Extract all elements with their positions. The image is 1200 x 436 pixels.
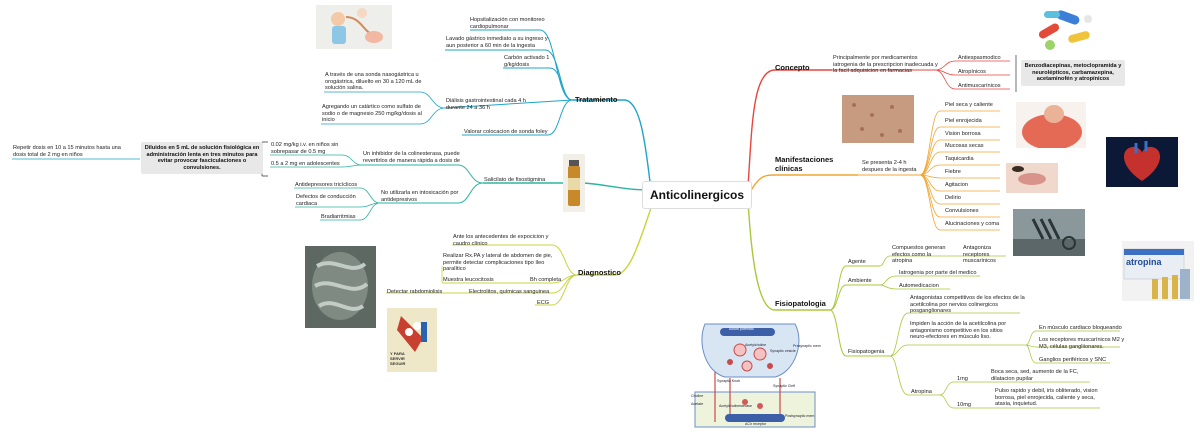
synapse-label: Synaptic Cleft	[773, 384, 796, 388]
node-atropinicos[interactable]: Atropínicos	[958, 69, 986, 75]
node-bradiarritmias[interactable]: Bradiarritmias	[321, 214, 356, 220]
poster-illustration: Y PARA SERVIR SEGUIR	[387, 308, 437, 372]
topic-tratamiento[interactable]: Tratamiento	[575, 95, 618, 104]
manifestacion-item[interactable]: Convulsiones	[945, 208, 979, 214]
manifestacion-item[interactable]: Agitacion	[945, 182, 969, 188]
node-rabdomiolisis[interactable]: Detectar rabdomiolisis	[387, 289, 443, 295]
node-impiden[interactable]: Impiden la acción de la acetilcolina por…	[910, 321, 1007, 341]
central-topic[interactable]: Anticolinergicos	[642, 181, 752, 209]
node-antimuscarinicos[interactable]: Antimuscarínicos	[958, 83, 1001, 89]
node-defectos[interactable]: Defectos de conducción cardiaca	[296, 194, 356, 207]
abdominal-xray-image	[305, 246, 376, 328]
synapse-label: Choline	[691, 394, 704, 398]
manifestacion-item[interactable]: Vision borrosa	[945, 131, 981, 137]
synapse-label: ACh receptor	[745, 422, 767, 426]
node-fisiopatogenia[interactable]: Fisiopatogenia	[848, 349, 885, 355]
dry-lips-photo	[1006, 163, 1058, 193]
node-electrolitos[interactable]: Electrolitos, químicas sanguinea	[469, 289, 550, 295]
node-inhibidor[interactable]: Un inhibidor de la colinesterasa, puede …	[363, 151, 461, 164]
node-carbon[interactable]: Carbón activado 1 g/kg/dosis	[504, 55, 550, 68]
node-ganglios[interactable]: Ganglios periféricos y SNC	[1039, 357, 1107, 363]
physostigmine-vial-photo	[563, 154, 585, 212]
node-dosis2[interactable]: 0.5 a 2 mg en adolescentes	[271, 161, 340, 167]
manifestacion-branch	[919, 139, 1000, 176]
node-musculo[interactable]: En músculo cardiaco bloqueando	[1039, 325, 1122, 331]
node-bh[interactable]: Bh completa	[530, 277, 562, 283]
node-dose-1mg[interactable]: 1mg	[957, 376, 968, 382]
synapse-label: Presynaptic mem	[793, 344, 821, 348]
synapse-label: Acetate	[691, 402, 704, 406]
atropina-box-photo: atropina	[1122, 241, 1194, 301]
synapse-label: Acetylcholinesterase	[719, 404, 752, 408]
topic-fisiopatologia[interactable]: Fisiopatologia	[775, 299, 826, 308]
manifestacion-item[interactable]: Piel seca y caliente	[945, 102, 993, 108]
manifestacion-item[interactable]: Delirio	[945, 195, 961, 201]
node-presenta[interactable]: Se presenta 2-4 h despues de la ingesta	[862, 160, 917, 173]
pills-photo	[1032, 7, 1102, 55]
node-compuestos[interactable]: Compuestos generan efectos como la atrop…	[892, 245, 946, 265]
manifestacion-branch	[919, 151, 1000, 176]
node-leucocitosis[interactable]: Muestra leucocitosis	[443, 277, 494, 283]
node-agente[interactable]: Agente	[848, 259, 866, 265]
topic-manifestaciones[interactable]: Manifestaciones clínicas	[775, 155, 834, 173]
heart-illustration	[1106, 137, 1178, 187]
node-dose-1mg-effect[interactable]: Boca seca, sed, aumento de la FC, dilata…	[991, 369, 1079, 382]
node-ecg[interactable]: ECG	[537, 300, 550, 306]
skin-rash-photo	[842, 95, 914, 143]
manifestacion-item[interactable]: Mucosas secas	[945, 143, 984, 149]
node-ejemplos[interactable]: Benzodiacepinas, metoclopramida y neurol…	[1021, 60, 1125, 86]
node-sonda[interactable]: A través de una sonda nasogástrica u oro…	[325, 72, 422, 92]
gastric-lavage-illustration	[316, 5, 392, 49]
node-diluidos[interactable]: Diluidos en 5 mL de solución fisiológica…	[141, 142, 263, 175]
synapse-label: Acetylcholine	[745, 343, 767, 347]
node-repetir[interactable]: Repetir dosis en 10 a 15 minutos hasta u…	[13, 145, 121, 158]
poster-caption: Y PARA SERVIR SEGUIR	[390, 351, 406, 366]
manifestacion-branch	[919, 174, 1000, 231]
node-no-utilizarla[interactable]: No utilizarla en intoxicación por antide…	[381, 190, 459, 203]
node-atropina[interactable]: Atropina	[911, 389, 932, 395]
node-antecedentes[interactable]: Ante los antecedentes de expocicion y ca…	[453, 234, 549, 247]
hallucination-photo	[1013, 209, 1085, 256]
manifestacion-item[interactable]: Taquicardia	[945, 156, 974, 162]
node-principalmente[interactable]: Principalmente por medicamentos iatrogen…	[833, 55, 938, 75]
manifestacion-item[interactable]: Fiebre	[945, 169, 961, 175]
manifestacion-item[interactable]: Piel enrojecida	[945, 118, 982, 124]
manifestacion-item[interactable]: Alucinaciones y coma	[945, 221, 1000, 227]
synapse-label: Postsynaptic mem	[785, 414, 815, 418]
node-salicilato[interactable]: Salicilato de fisostigmina	[484, 177, 546, 183]
node-lavado[interactable]: Lavado gástrico inmediato a su ingreso y…	[446, 36, 548, 49]
synapse-label: Synaptic vesicle	[770, 349, 796, 353]
manifestacion-branch	[919, 110, 1000, 176]
node-valorar[interactable]: Valorar colocacion de sonda foley	[464, 129, 548, 135]
node-antidepresores[interactable]: Antidepresores tricíclicos	[295, 182, 358, 188]
topic-diagnostico[interactable]: Diagnostico	[578, 268, 621, 277]
synapse-label: Action potential	[729, 327, 754, 331]
topic-concepto[interactable]: Concepto	[775, 63, 810, 72]
manifestacion-branch	[919, 164, 1000, 176]
node-cataratico[interactable]: Agregando un catártico como sulfato de s…	[322, 104, 422, 124]
node-antagonistas[interactable]: Antagonistas competitivos de los efectos…	[910, 295, 1025, 315]
node-hospitalizacion[interactable]: Hopsitalización con monitoreo cardiopulm…	[470, 17, 545, 30]
red-skin-photo	[1016, 102, 1086, 148]
node-dialisis[interactable]: Diálisis gastrointestinal cada 4 h duran…	[446, 98, 526, 111]
synapse-label: Synaptic Knob	[717, 379, 741, 383]
node-dose-10mg-effect[interactable]: Pulso rapido y debil, iris obliterado, v…	[995, 388, 1098, 408]
node-antagoniza[interactable]: Antagoniza receptores muscarínicos	[963, 245, 996, 265]
node-rx[interactable]: Realizar Rx.PA y lateral de abdomen de p…	[443, 253, 553, 273]
node-antiespasmodico[interactable]: Antiespasmodico	[958, 55, 1001, 61]
vial-label: atropina	[1126, 257, 1162, 267]
node-iatrogenia[interactable]: Iatrogenia por parte del medico	[899, 270, 977, 276]
node-dose-10mg[interactable]: 10mg	[957, 402, 971, 408]
node-dosis1[interactable]: 0.02 mg/kg i.v. en niños sin sobrepasar …	[271, 142, 339, 155]
node-receptores[interactable]: Los receptores muscarínicos M2 y M3, cél…	[1039, 337, 1125, 350]
node-ambiente[interactable]: Ambiente	[848, 278, 872, 284]
node-automedicacion[interactable]: Automedicacion	[899, 283, 939, 289]
